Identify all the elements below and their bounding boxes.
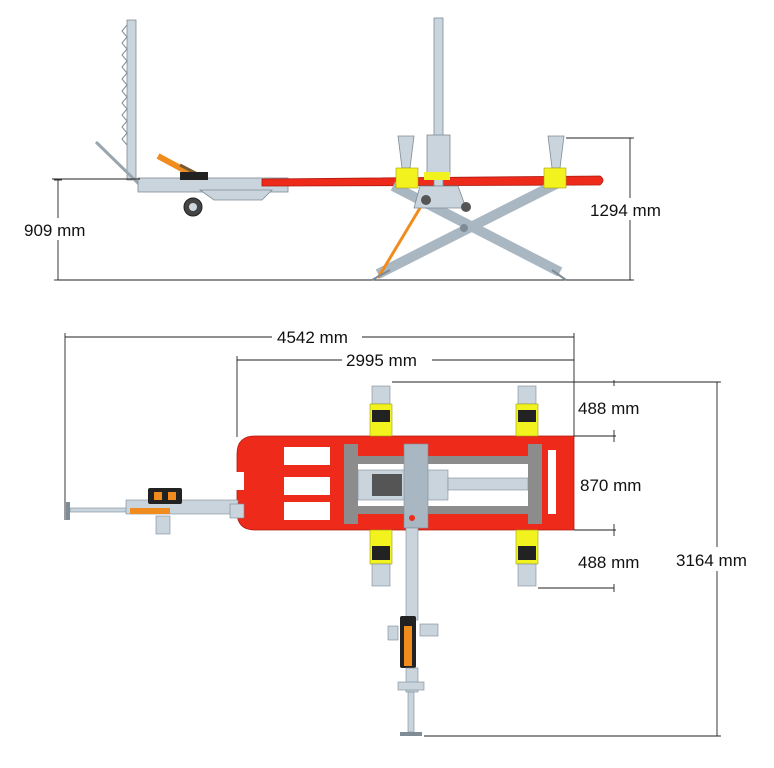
side-view: 909 mm 1294 mm	[20, 17, 672, 281]
dim-870: 870 mm	[574, 430, 641, 536]
dim-2995-label: 2995 mm	[346, 351, 417, 370]
dim-2995: 2995 mm	[236, 349, 574, 437]
top-grey-frame	[344, 444, 542, 524]
dim-909-label: 909 mm	[24, 221, 85, 240]
side-clamps	[395, 135, 567, 189]
side-tow-arm	[137, 153, 289, 217]
dim-4542-label: 4542 mm	[277, 328, 348, 347]
top-view: 4542 mm 2995 mm	[64, 326, 764, 737]
top-clamps	[369, 385, 539, 587]
dim-909: 909 mm	[20, 178, 140, 281]
dim-870-label: 870 mm	[580, 476, 641, 495]
top-pull-arm	[387, 443, 439, 736]
dim-488-bottom-label: 488 mm	[578, 553, 639, 572]
dim-3164-label: 3164 mm	[676, 551, 747, 570]
dim-1294: 1294 mm	[566, 137, 672, 281]
dim-3164: 3164 mm	[424, 381, 764, 737]
side-tower-left	[94, 19, 142, 187]
top-tow-arm	[66, 488, 245, 535]
dim-1294-label: 1294 mm	[590, 201, 661, 220]
side-pull-tower	[413, 17, 471, 212]
side-scissor-lift	[371, 177, 567, 281]
dim-488-top-label: 488 mm	[578, 399, 639, 418]
dim-488-bottom: 488 mm	[538, 553, 639, 592]
bench-cutouts	[236, 447, 556, 520]
dim-4542: 4542 mm	[64, 326, 575, 520]
